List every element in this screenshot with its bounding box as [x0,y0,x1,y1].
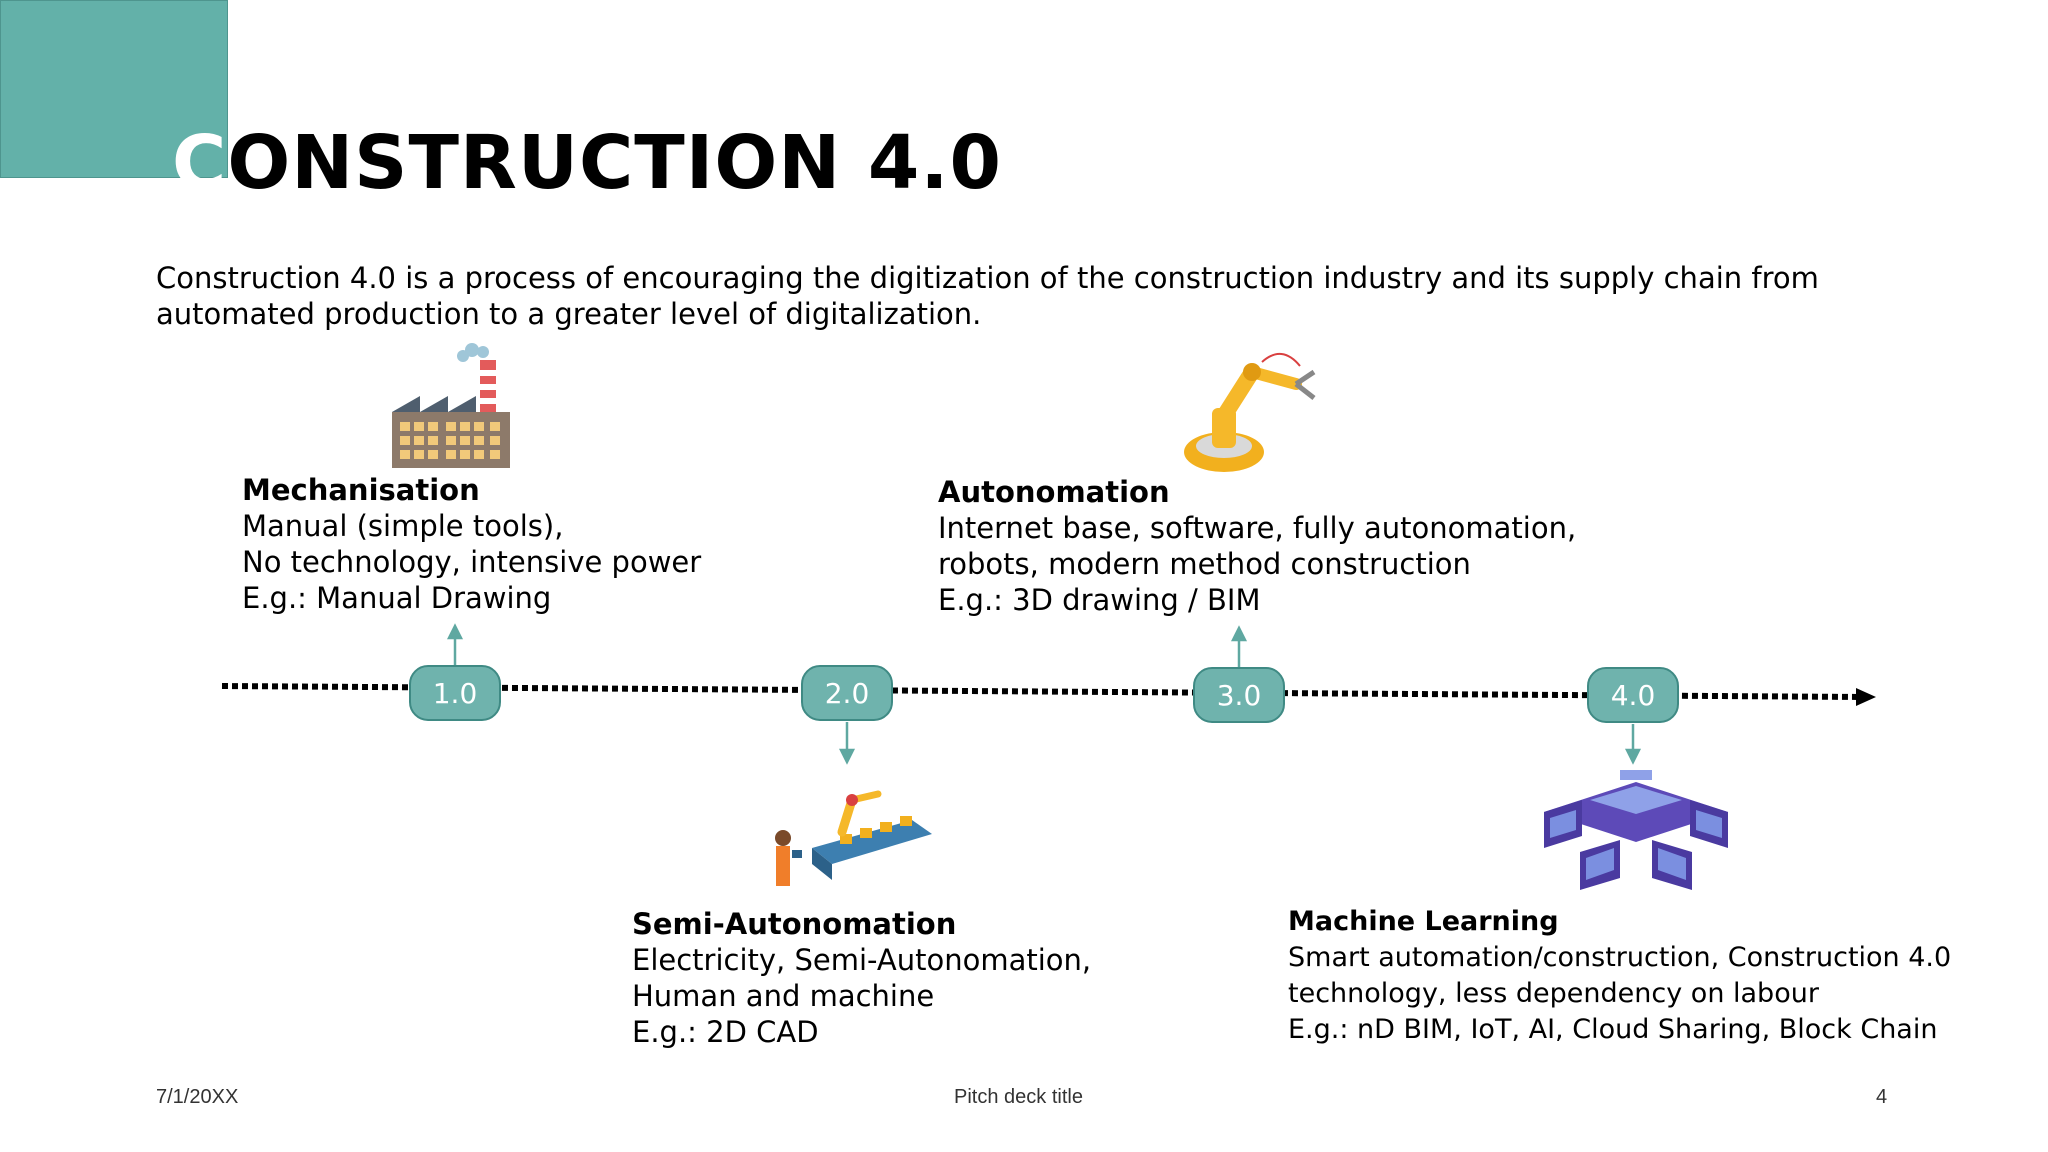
connector-4-arrow [1624,748,1642,765]
stage-line-2-1: Electricity, Semi-Autonomation, [632,943,1092,977]
stage-block-2: Semi-Autonomation Electricity, Semi-Auto… [632,906,1091,1050]
stage-line-1-3: E.g.: Manual Drawing [242,581,552,615]
version-label-1: 1.0 [433,677,478,710]
version-label-4: 4.0 [1611,679,1656,712]
title-text: ONSTRUCTION 4.0 [227,120,1003,206]
stage-line-2-3: E.g.: 2D CAD [632,1015,819,1049]
stage-line-1-2: No technology, intensive power [242,545,702,579]
robotic-arm-icon [1184,353,1316,472]
footer-page-number: 4 [1876,1086,1888,1108]
connector-2-arrow [838,748,856,765]
assembly-line-icon [775,790,932,886]
stage-line-2-2: Human and machine [632,979,935,1013]
stage-title-4: Machine Learning [1288,906,1559,937]
stage-block-4: Machine Learning Smart automation/constr… [1288,904,1951,1048]
stage-line-4-3: E.g.: nD BIM, IoT, AI, Cloud Sharing, Bl… [1288,1014,1938,1045]
version-pill-2: 2.0 [801,665,893,721]
version-pill-1: 1.0 [409,665,501,721]
footer-date: 7/1/20XX [156,1086,239,1108]
stage-title-3: Autonomation [938,475,1170,509]
stage-line-3-2: robots, modern method construction [938,547,1471,581]
connector-3-arrow [1230,625,1248,642]
version-label-2: 2.0 [825,677,870,710]
stage-block-1: Mechanisation Manual (simple tools), No … [242,472,701,616]
intro-paragraph: Construction 4.0 is a process of encoura… [156,261,1819,331]
computer-network-icon [1544,770,1728,890]
title-first-letter: C [172,120,228,206]
stage-line-3-3: E.g.: 3D drawing / BIM [938,583,1261,617]
version-label-3: 3.0 [1217,679,1262,712]
stage-line-3-1: Internet base, software, fully autonomat… [938,511,1577,545]
factory-icon [392,343,510,468]
accent-block [0,0,228,178]
footer-deck-title: Pitch deck title [954,1086,1083,1108]
stage-line-4-2: technology, less dependency on labour [1288,978,1819,1009]
stage-line-4-1: Smart automation/construction, Construct… [1288,942,1952,973]
connector-1-arrow [446,623,464,640]
version-pill-3: 3.0 [1193,667,1285,723]
stage-title-1: Mechanisation [242,473,480,507]
stage-title-2: Semi-Autonomation [632,907,957,941]
version-pill-4: 4.0 [1587,667,1679,723]
stage-block-3: Autonomation Internet base, software, fu… [938,474,1576,618]
timeline-arrowhead [1856,688,1876,706]
stage-line-1-1: Manual (simple tools), [242,509,564,543]
